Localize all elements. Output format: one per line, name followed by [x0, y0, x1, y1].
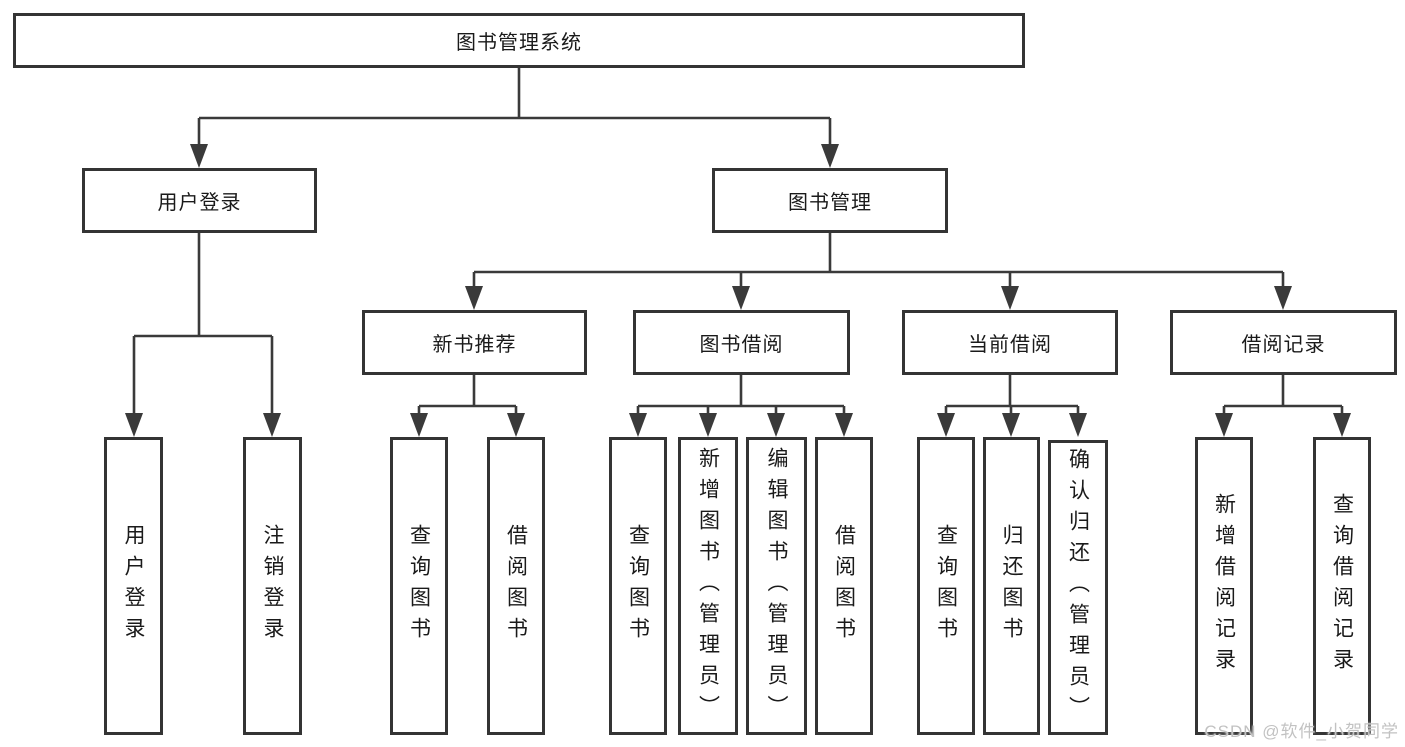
leaf-logout-label: 注销登录 [261, 524, 284, 648]
node-current-borrow: 当前借阅 [902, 310, 1118, 375]
arrowhead-icon [1274, 286, 1292, 310]
node-borrow-records: 借阅记录 [1170, 310, 1397, 375]
node-borrow-records-label: 借阅记录 [1241, 334, 1326, 356]
arrowhead-icon [1333, 413, 1351, 437]
arrowhead-icon [629, 413, 647, 437]
leaf-add-borrow-record: 新增借阅记录 [1195, 437, 1253, 735]
arrowheads [125, 144, 1351, 437]
node-book-management-label: 图书管理 [788, 192, 872, 214]
node-book-borrow: 图书借阅 [633, 310, 850, 375]
leaf-borrow-books: 借阅图书 [815, 437, 873, 735]
node-book-management: 图书管理 [712, 168, 948, 233]
leaf-user-login-label: 用户登录 [122, 524, 145, 648]
leaf-query-books-recommend: 查询图书 [390, 437, 448, 735]
node-book-borrow-label: 图书借阅 [699, 334, 784, 356]
leaf-query-books-current: 查询图书 [917, 437, 975, 735]
arrowhead-icon [465, 286, 483, 310]
leaf-add-book-admin-label: 新增图书（管理员） [696, 446, 720, 726]
leaf-add-borrow-record-label: 新增借阅记录 [1212, 493, 1236, 679]
leaf-confirm-return-admin: 确认归还（管理员） [1048, 440, 1108, 735]
leaf-confirm-return-admin-label: 确认归还（管理员） [1066, 448, 1090, 727]
leaf-borrow-books-recommend: 借阅图书 [487, 437, 545, 735]
arrowhead-icon [1002, 413, 1020, 437]
csdn-watermark: CSDN @软件_小贺同学 [1204, 722, 1399, 741]
leaf-return-books-label: 归还图书 [1000, 524, 1023, 648]
leaf-add-book-admin: 新增图书（管理员） [678, 437, 738, 735]
leaf-query-books-current-label: 查询图书 [934, 524, 958, 648]
leaf-query-borrow-record-label: 查询借阅记录 [1330, 493, 1354, 679]
node-user-login: 用户登录 [82, 168, 317, 233]
node-root-label: 图书管理系统 [456, 32, 582, 54]
leaf-borrow-books-recommend-label: 借阅图书 [504, 524, 528, 648]
node-new-book-recommend: 新书推荐 [362, 310, 587, 375]
arrowhead-icon [190, 144, 208, 168]
leaf-query-books-recommend-label: 查询图书 [407, 524, 431, 648]
arrowhead-icon [732, 286, 750, 310]
node-current-borrow-label: 当前借阅 [968, 334, 1052, 356]
leaf-borrow-books-label: 借阅图书 [832, 524, 856, 648]
leaf-query-books-borrow: 查询图书 [609, 437, 667, 735]
arrowhead-icon [1001, 286, 1019, 310]
node-user-login-label: 用户登录 [157, 192, 242, 214]
leaf-edit-book-admin: 编辑图书（管理员） [746, 437, 807, 735]
arrowhead-icon [1069, 413, 1087, 437]
arrowhead-icon [125, 413, 143, 437]
leaf-query-books-borrow-label: 查询图书 [626, 524, 650, 648]
leaf-return-books: 归还图书 [983, 437, 1040, 735]
connector-paths [132, 68, 1344, 415]
arrowhead-icon [507, 413, 525, 437]
arrowhead-icon [1215, 413, 1233, 437]
arrowhead-icon [699, 413, 717, 437]
arrowhead-icon [821, 144, 839, 168]
arrowhead-icon [263, 413, 281, 437]
arrowhead-icon [835, 413, 853, 437]
leaf-user-login: 用户登录 [104, 437, 163, 735]
arrowhead-icon [937, 413, 955, 437]
leaf-logout: 注销登录 [243, 437, 302, 735]
arrowhead-icon [767, 413, 785, 437]
node-new-book-recommend-label: 新书推荐 [432, 334, 517, 356]
arrowhead-icon [410, 413, 428, 437]
node-root: 图书管理系统 [13, 13, 1025, 68]
leaf-query-borrow-record: 查询借阅记录 [1313, 437, 1371, 735]
leaf-edit-book-admin-label: 编辑图书（管理员） [765, 446, 788, 726]
